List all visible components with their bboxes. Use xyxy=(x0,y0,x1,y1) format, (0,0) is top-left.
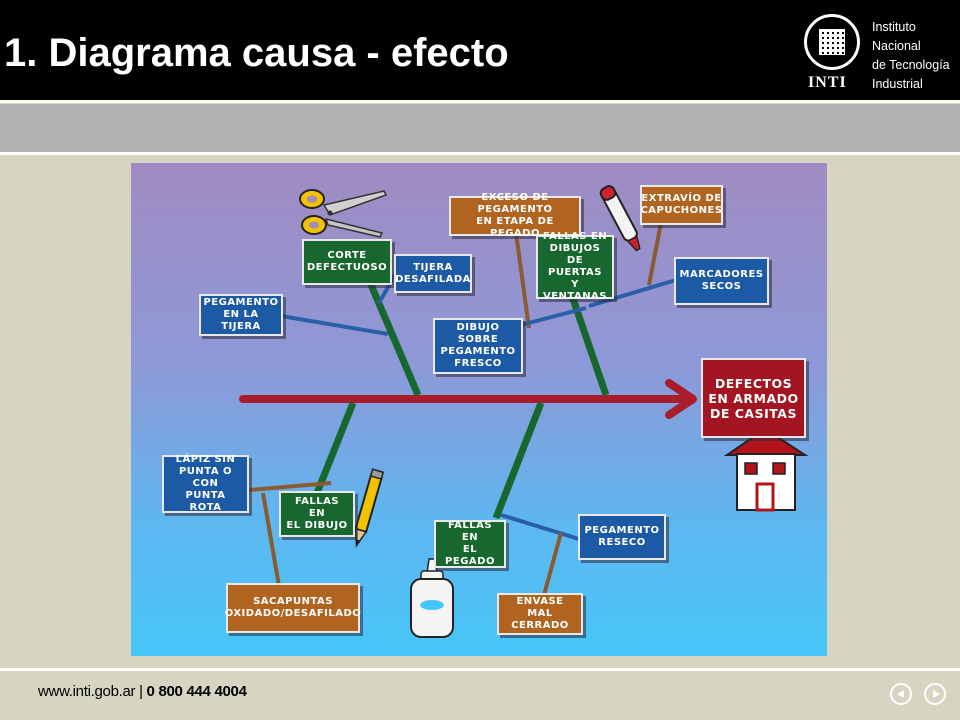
footer-contact: www.inti.gob.ar | 0 800 444 4004 xyxy=(38,683,247,700)
circle-arrow-left-icon[interactable] xyxy=(890,683,912,705)
twig-sacapuntas xyxy=(261,492,281,587)
logo-abbreviation: INTI xyxy=(808,74,847,91)
cause-pegamento-reseco: PEGAMENTO RESECO xyxy=(578,514,666,560)
glue-bottle-icon xyxy=(410,558,454,638)
twig-dibujo-sobre xyxy=(520,306,587,327)
page-title: 1. Diagrama causa - efecto xyxy=(4,31,509,75)
twig-lapiz xyxy=(248,481,332,492)
twig-envase xyxy=(542,532,563,596)
house-icon xyxy=(723,427,809,512)
effect-box: DEFECTOS EN ARMADO DE CASITAS xyxy=(701,358,806,438)
cause-tijera-desafilada: TIJERA DESAFILADA xyxy=(394,254,472,293)
cause-exceso-pegamento: EXCESO DE PEGAMENTO EN ETAPA DE PEGADO xyxy=(449,192,581,239)
cause-dibujo-sobre-pegamento: DIBUJO SOBRE PEGAMENTO FRESCO xyxy=(433,318,523,374)
footer-phone: 0 800 444 4004 xyxy=(146,683,247,700)
bone-corte xyxy=(362,271,422,397)
pencil-icon xyxy=(354,468,385,548)
inti-logo-icon xyxy=(804,14,860,70)
cause-extravio-capuchones: EXTRAVÍO DE CAPUCHONES xyxy=(640,185,723,225)
logo-institution-name: Instituto Nacional de Tecnología Industr… xyxy=(872,20,950,91)
spine-arrowhead xyxy=(665,379,697,419)
cause-fallas-pegado: FALLAS EN EL PEGADO xyxy=(434,520,506,568)
footer-url[interactable]: www.inti.gob.ar | xyxy=(38,683,147,700)
slide-header: 1. Diagrama causa - efecto INTI Institut… xyxy=(0,0,960,100)
fishbone-diagram: DEFECTOS EN ARMADO DE CASITAS CORTE DEFE… xyxy=(131,163,827,656)
twig-exceso xyxy=(514,232,531,329)
twig-marcadores xyxy=(588,278,677,308)
twig-extravio xyxy=(647,222,663,286)
bone-fallas-dibujos xyxy=(567,291,610,397)
twig-pegamento-tijera xyxy=(280,314,389,336)
cause-marcadores-secos: MARCADORES SECOS xyxy=(674,257,769,305)
cause-envase-mal-cerrado: ENVASE MAL CERRADO xyxy=(497,593,583,635)
subtitle-band xyxy=(0,104,960,152)
cause-lapiz-sin-punta: LÁPIZ SIN PUNTA O CON PUNTA ROTA xyxy=(162,454,249,513)
scissors-icon xyxy=(299,189,388,238)
inti-logo: INTI Instituto Nacional de Tecnología In… xyxy=(804,14,954,94)
bone-fallas-dibujo xyxy=(313,401,357,495)
cause-sacapuntas: SACAPUNTAS OXIDADO/DESAFILADO xyxy=(225,583,361,633)
band-divider xyxy=(0,152,960,155)
cause-fallas-dibujos-puertas: FALLAS EN DIBUJOS DE PUERTAS Y VENTANAS xyxy=(536,231,614,302)
bone-fallas-pegado xyxy=(492,401,545,520)
twig-pegamento-reseco xyxy=(500,513,580,541)
header-divider xyxy=(0,100,960,103)
cause-corte-defectuoso: CORTE DEFECTUOSO xyxy=(302,239,392,285)
cause-pegamento-tijera: PEGAMENTO EN LA TIJERA xyxy=(199,294,283,336)
circle-arrow-right-icon[interactable] xyxy=(924,683,946,705)
footer-divider xyxy=(0,668,960,671)
twig-tijera xyxy=(377,272,398,304)
cause-fallas-dibujo: FALLAS EN EL DIBUJO xyxy=(279,491,355,537)
marker-icon xyxy=(599,185,641,252)
diagram-bones xyxy=(239,185,809,638)
